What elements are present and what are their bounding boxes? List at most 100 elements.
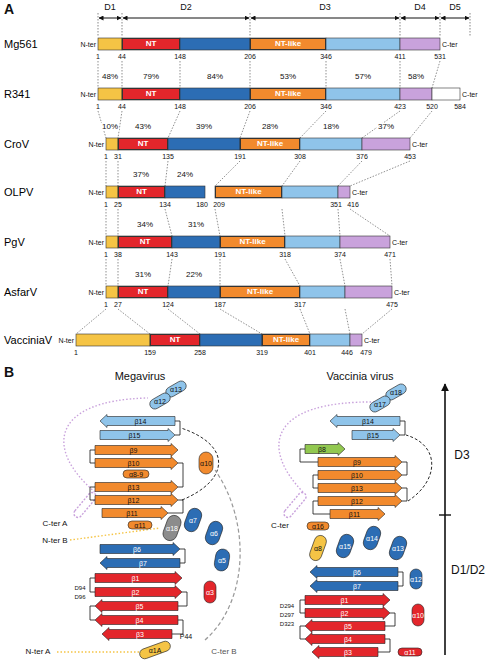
domain-name: NT-like: [275, 40, 301, 48]
domain-segment-bar: [118, 186, 165, 198]
label-text: 206: [244, 53, 256, 60]
strand-loop: [180, 549, 185, 563]
domain-name: NT: [138, 140, 149, 148]
domain-segment-bar: [168, 286, 220, 298]
label-text: 143: [166, 251, 178, 258]
label-text: 135: [162, 153, 174, 160]
homology-guide: [432, 61, 440, 88]
domain-tick: [440, 13, 441, 37]
beta-strand-arrow: [95, 614, 178, 627]
homology-guide: [340, 259, 345, 286]
label-text: 1: [96, 53, 100, 60]
label-text: D96: [74, 594, 85, 600]
homology-guide: [215, 209, 220, 236]
beta-strand-arrow: [102, 507, 168, 520]
label-text: 44: [118, 103, 126, 110]
label-text: 57%: [354, 73, 372, 81]
domain-segment-bar: [118, 236, 172, 248]
homology-guide: [350, 161, 410, 186]
label-text: β14: [362, 418, 374, 425]
domain-segment-bar: [168, 138, 240, 150]
domain-name: NT: [136, 188, 147, 196]
label-text: 479: [360, 349, 372, 356]
label-text: 187: [214, 301, 226, 308]
domain-name: NT: [146, 40, 157, 48]
beta-strand-arrow: [95, 457, 178, 470]
label-text: 34%: [136, 221, 154, 229]
label-text: 411: [394, 53, 405, 60]
label-text: 376: [356, 153, 368, 160]
label-text: 148: [174, 53, 186, 60]
helix-cylinder: [148, 391, 172, 411]
beta-strand-arrow: [95, 600, 178, 613]
label-text: β15: [129, 432, 141, 439]
beta-strand-arrow: [312, 646, 378, 659]
label-text: D2: [180, 3, 192, 12]
beta-strand-arrow: [100, 543, 180, 556]
helix-cylinder: [361, 524, 382, 551]
label-text: β12: [128, 497, 140, 504]
label-text: 1: [104, 301, 108, 308]
label-text: C-ter B: [211, 648, 236, 656]
homology-guide: [285, 259, 300, 286]
beta-strand-arrow: [100, 415, 175, 428]
domain-name: NT: [170, 336, 181, 344]
label-text: 31%: [134, 271, 152, 279]
domain-segment: NT-like: [220, 236, 285, 248]
beta-strand-arrow: [305, 594, 390, 607]
label-text: α13: [170, 386, 182, 393]
beta-strand-arrow: [95, 481, 178, 494]
label-text: B: [4, 365, 14, 379]
domain-tick: [470, 13, 471, 37]
helix-cylinder: [128, 521, 152, 529]
label-text: 318: [279, 251, 291, 258]
label-text: AsfarV: [4, 287, 37, 298]
domain-segment-bar: [118, 286, 168, 298]
label-text: α15: [339, 543, 351, 550]
domain-segment: NT: [150, 334, 200, 346]
label-text: 1: [96, 103, 100, 110]
label-text: β11: [126, 510, 137, 517]
label-text: Mg561: [4, 39, 38, 50]
label-text: D4: [414, 3, 426, 12]
homology-guide: [122, 61, 123, 88]
beta-strand-arrow: [318, 456, 402, 469]
label-text: C-ter: [462, 91, 478, 98]
domain-segment-bar: [340, 236, 390, 248]
domain-span-arrow: [401, 18, 439, 19]
homology-guide: [362, 111, 400, 138]
domain-segment: NT: [118, 186, 165, 198]
beta-strand-arrow: [95, 494, 178, 507]
label-text: 584: [454, 103, 466, 110]
label-text: D1: [104, 3, 116, 12]
homology-guide: [326, 61, 327, 88]
label-text: 319: [256, 349, 268, 356]
domain-span-arrow: [441, 18, 469, 19]
label-text: N-ter: [80, 41, 96, 48]
domain-segment-bar: [106, 236, 118, 248]
beta-strand-arrow: [95, 444, 178, 457]
beta-strand-arrow: [352, 429, 400, 442]
label-text: α10: [200, 460, 212, 467]
domain-segment-bar: [200, 334, 262, 346]
label-text: CroV: [4, 139, 29, 150]
domain-segment-bar: [150, 334, 200, 346]
strand-loop: [402, 488, 407, 501]
strand-loop: [402, 462, 407, 475]
label-text: C-ter: [364, 337, 380, 344]
homology-guide: [362, 309, 392, 334]
label-text: D5: [449, 3, 461, 12]
domain-segment-bar: [262, 334, 310, 346]
helix-cylinder: [161, 513, 183, 542]
label-text: β3: [136, 631, 144, 638]
label-text: β7: [353, 583, 361, 590]
label-text: 24%: [176, 171, 194, 179]
strand-loop: [90, 578, 95, 592]
helix-cylinder: [398, 648, 422, 656]
label-text: α8: [314, 545, 322, 552]
label-text: D297: [280, 612, 294, 618]
label-text: 351: [330, 201, 342, 208]
domain-segment-bar: [215, 186, 282, 198]
helix-cylinder: [138, 640, 171, 660]
label-text: N-ter B: [42, 537, 67, 545]
